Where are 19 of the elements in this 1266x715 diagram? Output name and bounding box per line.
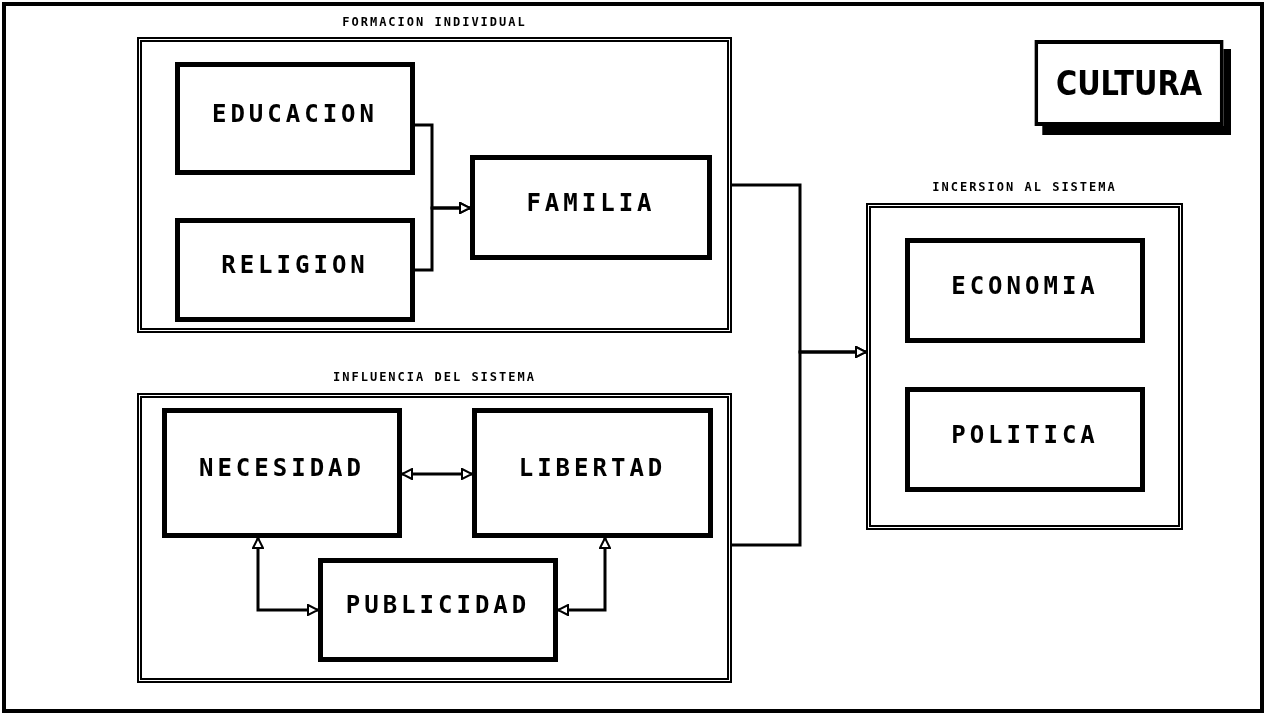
group-panel [137,370,732,683]
group-panel [137,15,732,333]
concept-box: ECONOMIA [905,238,1145,343]
arrow [732,346,867,547]
concept-box: NECESIDAD [162,408,402,538]
arrow [557,537,611,616]
group-heading: FORMACION INDIVIDUAL [342,15,527,29]
concept-box: RELIGION [175,218,415,322]
concept-box: PUBLICIDAD [318,558,558,662]
arrow [415,202,471,272]
concept-box: EDUCACION [175,62,415,175]
group-heading: INCERSION AL SISTEMA [932,180,1117,194]
group-heading: INFLUENCIA DEL SISTEMA [333,370,536,384]
concept-box: POLITICA [905,387,1145,492]
concept-box: LIBERTAD [472,408,713,538]
concept-box: FAMILIA [470,155,712,260]
arrow [401,468,473,480]
arrow [252,537,319,616]
group-panel [866,180,1183,530]
